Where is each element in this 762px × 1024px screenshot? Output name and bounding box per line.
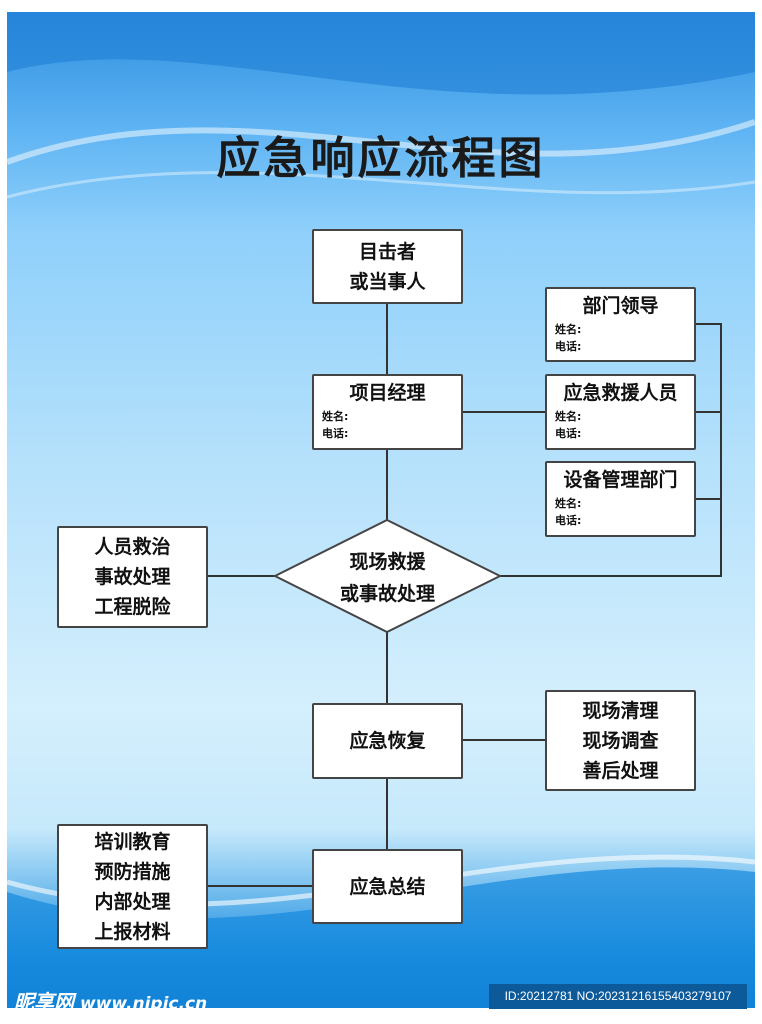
page-title: 应急响应流程图 xyxy=(216,133,546,184)
node-text: 事故处理 xyxy=(94,566,171,588)
node-text: 培训教育 xyxy=(94,830,171,853)
node-cleanup: 现场清理 现场调查 善后处理 xyxy=(545,690,696,791)
node-title: 部门领导 xyxy=(582,295,659,317)
wave-decoration xyxy=(7,12,755,1008)
name-field: 姓名: xyxy=(555,410,582,423)
node-title: 设备管理部门 xyxy=(563,469,678,491)
node-dept-leader: 部门领导 姓名: 电话: xyxy=(545,287,696,362)
node-rescuers: 应急救援人员 姓名: 电话: xyxy=(545,374,696,450)
decision-diamond xyxy=(272,518,503,634)
node-text: 应急总结 xyxy=(349,875,426,898)
node-title: 项目经理 xyxy=(349,382,426,404)
node-summary: 应急总结 xyxy=(312,849,463,924)
node-text: 善后处理 xyxy=(582,759,659,782)
logo-text: 昵享网 xyxy=(14,990,74,1014)
name-field: 姓名: xyxy=(555,323,582,336)
node-text: 预防措施 xyxy=(94,860,171,883)
node-text: 上报材料 xyxy=(94,920,171,943)
logo-url: www.nipic.cn xyxy=(80,994,208,1014)
node-treatment: 人员救治 事故处理 工程脱险 xyxy=(57,526,208,628)
name-field: 姓名: xyxy=(555,497,582,510)
node-text: 人员救治 xyxy=(94,536,171,558)
node-text: 工程脱险 xyxy=(94,596,171,618)
node-text: 或事故处理 xyxy=(339,583,435,605)
node-training: 培训教育 预防措施 内部处理 上报材料 xyxy=(57,824,208,949)
node-text: 或当事人 xyxy=(349,270,426,293)
phone-field: 电话: xyxy=(555,427,582,440)
node-equipment-dept: 设备管理部门 姓名: 电话: xyxy=(545,461,696,537)
node-onsite-rescue: 现场救援 或事故处理 xyxy=(300,546,475,610)
node-text: 目击者 xyxy=(358,240,416,263)
node-text: 现场调查 xyxy=(582,729,659,752)
site-logo: 昵享网 www.nipic.cn xyxy=(14,986,207,1015)
phone-field: 电话: xyxy=(555,340,582,353)
node-text: 内部处理 xyxy=(94,890,171,913)
phone-field: 电话: xyxy=(555,514,582,527)
name-field: 姓名: xyxy=(322,410,349,423)
node-witness: 目击者 或当事人 xyxy=(312,229,463,304)
node-title: 应急救援人员 xyxy=(563,382,678,404)
node-text: 现场救援 xyxy=(349,551,426,573)
watermark-id: ID:20212781 NO:20231216155403279107 xyxy=(489,984,747,1009)
phone-field: 电话: xyxy=(322,427,349,440)
node-recovery: 应急恢复 xyxy=(312,703,463,779)
node-text: 现场清理 xyxy=(582,699,659,722)
node-text: 应急恢复 xyxy=(349,730,426,752)
node-project-manager: 项目经理 姓名: 电话: xyxy=(312,374,463,450)
